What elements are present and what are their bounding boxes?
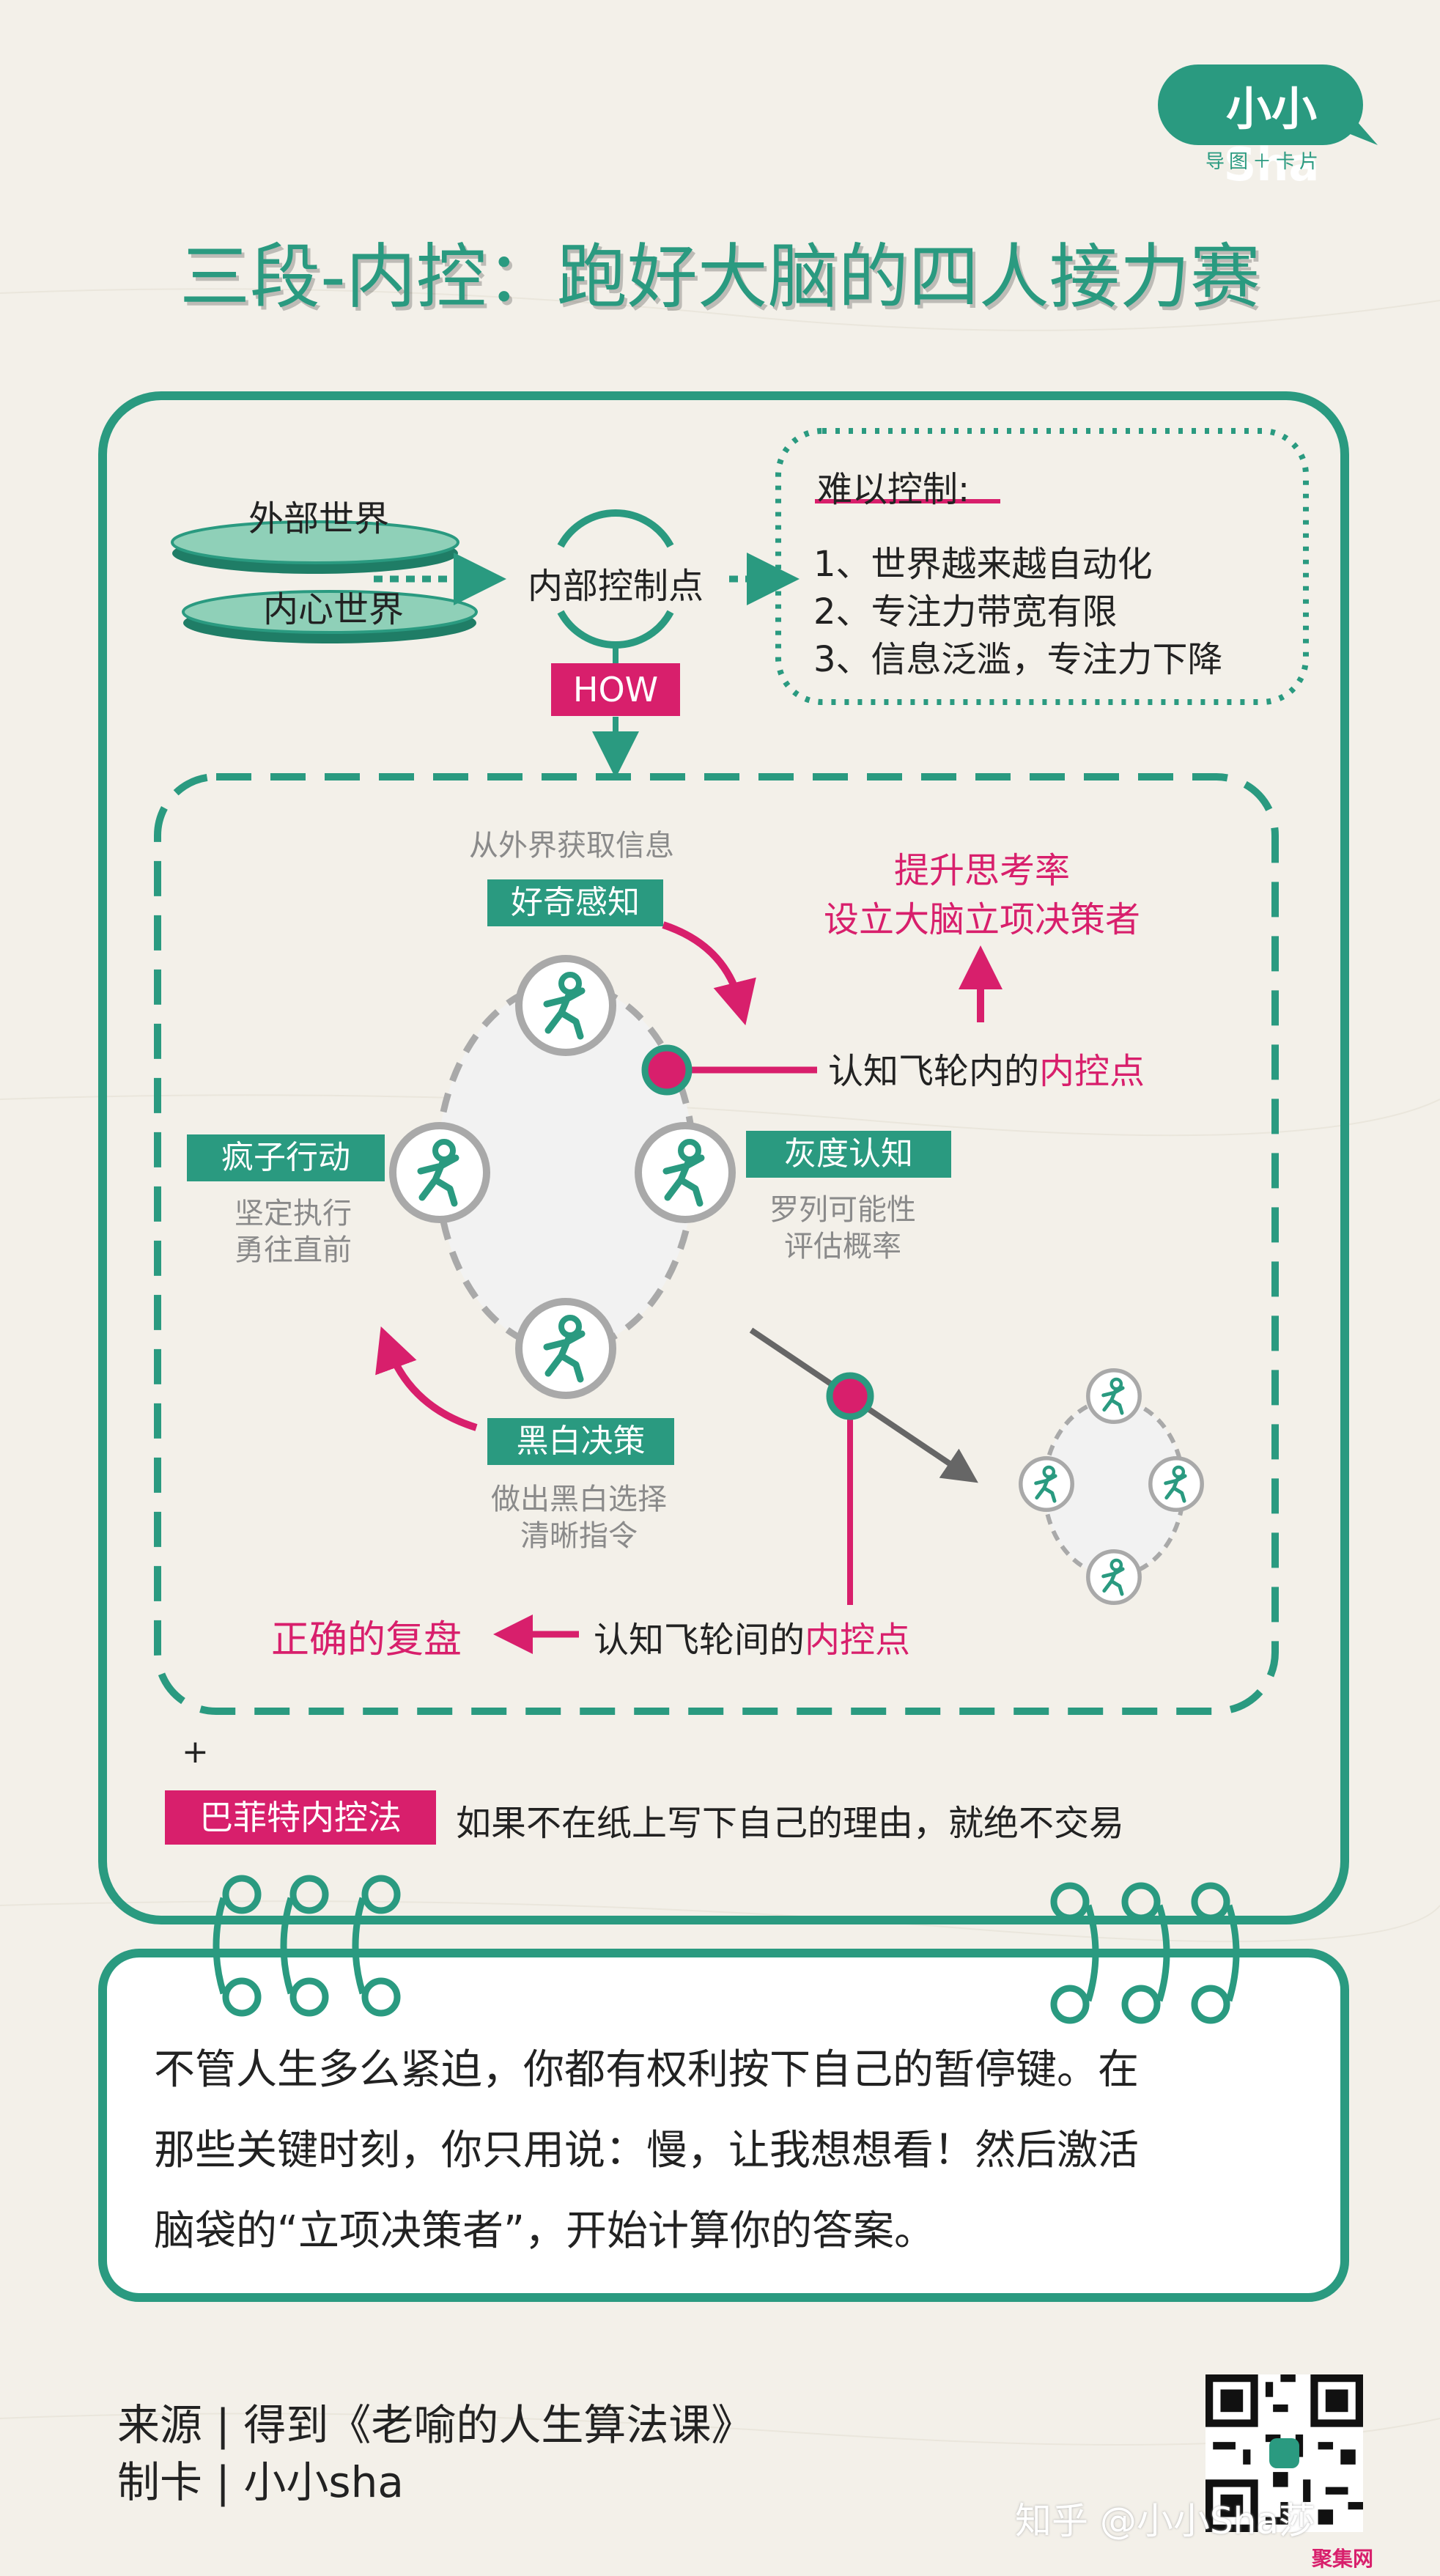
runner-crazy — [393, 1126, 487, 1219]
internal-control-point-label: 内部控制点 — [527, 566, 704, 607]
note-frame — [98, 1949, 1349, 2302]
disc-inner-label: 内心世界 — [262, 589, 404, 630]
plus-sign: + — [182, 1733, 209, 1771]
world-discs — [171, 520, 478, 643]
gray-cognition-sub-1: 罗列可能性 — [769, 1193, 916, 1227]
inner-control-point-label: 认知飞轮内的内控点 — [828, 1042, 1145, 1093]
disc-outer-label: 外部世界 — [248, 498, 389, 539]
difficulty-item-3: 3、信息泛滥，专注力下降 — [813, 639, 1223, 680]
between-control-point-em: 内控点 — [805, 1620, 911, 1661]
maker-line: 制卡 | 小小sha — [117, 2457, 404, 2507]
watermark-text: 知乎 @小小Sha莎 — [1015, 2500, 1315, 2542]
runner-decision — [519, 1302, 613, 1395]
binder-rings — [213, 1875, 1240, 2024]
gray-cognition-tag: 灰度认知 — [746, 1131, 951, 1178]
difficulty-title: 难以控制: — [817, 469, 970, 510]
decision-tag: 黑白决策 — [487, 1418, 674, 1465]
difficulty-item-2: 2、专注力带宽有限 — [813, 591, 1118, 632]
inner-control-point-em: 内控点 — [1039, 1051, 1145, 1092]
source-line: 来源 | 得到《老喻的人生算法课》 — [117, 2400, 754, 2450]
note-line-2: 那些关键时刻，你只用说：慢，让我想想看！然后激活 — [154, 2127, 1139, 2174]
crazy-action-tag: 疯子行动 — [187, 1134, 385, 1181]
main-frame — [98, 391, 1349, 1924]
buffett-text: 如果不在纸上写下自己的理由，就绝不交易 — [456, 1803, 1125, 1844]
crazy-action-sub-2: 勇往直前 — [235, 1233, 352, 1267]
gray-cognition-sub-2: 评估概率 — [784, 1230, 901, 1263]
note-line-3: 脑袋的“立项决策者”，开始计算你的答案。 — [154, 2207, 936, 2255]
correct-review-label: 正确的复盘 — [271, 1618, 462, 1662]
cycle-box — [154, 773, 1279, 1715]
goal-line-2: 设立大脑立项决策者 — [823, 899, 1140, 940]
brand-logo: 小小Sha — [1158, 64, 1378, 191]
inner-control-point-prefix: 认知飞轮内的 — [828, 1051, 1040, 1092]
note-line-1: 不管人生多么紧迫，你都有权利按下自己的暂停键。在 — [154, 2046, 1139, 2094]
buffett-tag: 巴菲特内控法 — [165, 1790, 436, 1845]
difficulty-box — [775, 428, 1309, 705]
watermark-site: 聚集网 — [1312, 2547, 1374, 2571]
page-title: 三段-内控：跑好大脑的四人接力赛 — [180, 236, 1260, 318]
between-control-point-label: 认知飞轮间的内控点 — [594, 1611, 910, 1662]
goal-line-1: 提升思考率 — [893, 850, 1070, 891]
difficulty-item-1: 1、世界越来越自动化 — [813, 544, 1153, 585]
runner-curiosity — [519, 959, 613, 1052]
runner-gray — [638, 1126, 732, 1219]
between-control-point-prefix: 认知飞轮间的 — [594, 1620, 805, 1661]
qr-code — [1205, 2374, 1363, 2532]
decision-sub-2: 清晰指令 — [520, 1519, 638, 1553]
crazy-action-sub-1: 坚定执行 — [235, 1197, 352, 1230]
curiosity-caption: 从外界获取信息 — [469, 829, 674, 863]
logo-text: 小小Sha — [1223, 82, 1320, 191]
curiosity-tag: 好奇感知 — [487, 879, 663, 926]
logo-subtitle: 导图＋卡片 — [1205, 151, 1323, 173]
logo-badge-shape — [1158, 64, 1378, 145]
note-paragraph: 不管人生多么紧迫，你都有权利按下自己的暂停键。在 那些关键时刻，你只用说：慢，让… — [154, 2030, 1341, 2272]
decision-sub-1: 做出黑白选择 — [491, 1483, 667, 1516]
how-label: HOW — [551, 663, 680, 716]
